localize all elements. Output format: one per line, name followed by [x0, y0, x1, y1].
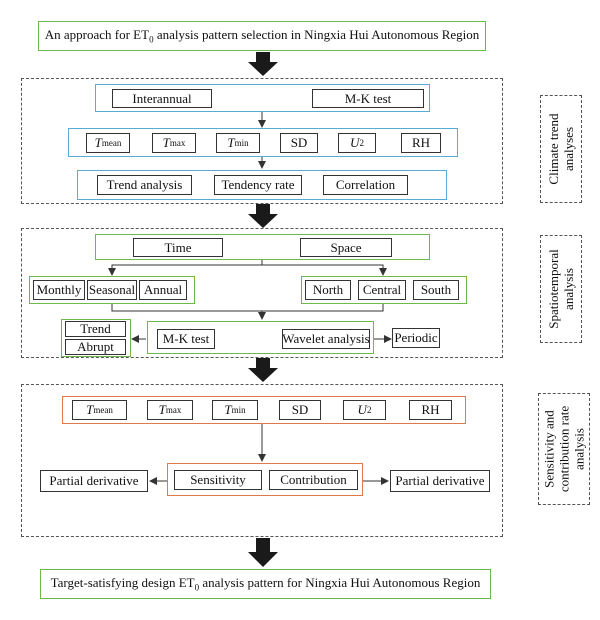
space-box: Space: [300, 238, 392, 257]
sensitivity-vars-group: [62, 396, 466, 424]
monthly-label: Monthly: [36, 282, 82, 297]
block-arrow-1: [248, 52, 278, 76]
space-label: Space: [330, 239, 362, 255]
correlation-box: Correlation: [323, 175, 408, 195]
seasonal-label: Seasonal: [88, 282, 136, 297]
trend-box: Trend: [65, 321, 126, 337]
connector: [111, 303, 266, 320]
wavelet-box: Wavelet analysis: [282, 329, 370, 349]
annual-label: Annual: [143, 282, 183, 297]
tendency-rate-box: Tendency rate: [214, 175, 302, 195]
mk-test-method-label: M-K test: [162, 331, 210, 346]
title-box: An approach for ET0 analysis pattern sel…: [38, 21, 486, 51]
monthly-box: Monthly: [33, 280, 85, 300]
interannual-box: Interannual: [112, 89, 212, 108]
partial-derivative-left-box: Partial derivative: [40, 470, 148, 492]
block-arrow-4: [248, 538, 278, 567]
var-rh: RH: [401, 133, 441, 153]
var-sd: SD: [280, 133, 318, 153]
tendency-rate-label: Tendency rate: [221, 177, 295, 192]
south-box: South: [413, 280, 459, 300]
mk-test-label: M-K test: [344, 90, 392, 106]
correlation-label: Correlation: [335, 177, 396, 192]
block-arrow-3: [248, 358, 278, 382]
trend-label: Trend: [80, 321, 111, 336]
sensitivity-text: Sensitivity: [190, 472, 246, 487]
spatio-section: [21, 228, 503, 358]
interannual-label: Interannual: [132, 90, 192, 106]
title-text: An approach for ET0 analysis pattern sel…: [44, 27, 480, 45]
climate-section: [21, 78, 503, 204]
contribution-box: Contribution: [269, 470, 358, 490]
partial-derivative-right-label: Partial derivative: [395, 473, 485, 488]
footer-text: Target-satisfying design ET0 analysis pa…: [50, 575, 481, 593]
sensitivity-box: Sensitivity: [174, 470, 262, 490]
north-label: North: [312, 282, 344, 297]
sensitivity-label: Sensitivity and contribution rate analys…: [541, 405, 587, 493]
south-label: South: [420, 282, 452, 297]
periodic-label: Periodic: [394, 330, 438, 345]
block-arrow-2: [248, 204, 278, 228]
central-label: Central: [362, 282, 402, 297]
trend-analysis-label: Trend analysis: [106, 177, 183, 192]
sensitivity-section: [21, 384, 503, 537]
spatio-label-box: Spatiotemporal analysis: [540, 235, 582, 343]
climate-label-box: Climate trend analyses: [540, 95, 582, 203]
contribution-text: Contribution: [280, 472, 347, 487]
mk-test-box: M-K test: [312, 89, 424, 108]
sensitivity-label-box: Sensitivity and contribution rate analys…: [538, 393, 590, 505]
mk-test-method-box: M-K test: [157, 329, 215, 349]
footer-box: Target-satisfying design ET0 analysis pa…: [40, 569, 491, 599]
partial-derivative-left-label: Partial derivative: [49, 473, 139, 488]
connector: [262, 303, 384, 312]
time-box: Time: [133, 238, 223, 257]
abrupt-box: Abrupt: [65, 339, 126, 355]
partial-derivative-right-box: Partial derivative: [390, 470, 490, 492]
north-box: North: [305, 280, 351, 300]
connector: [108, 259, 263, 276]
time-label: Time: [164, 239, 192, 255]
wavelet-label: Wavelet analysis: [282, 331, 370, 346]
climate-vars-group: [68, 128, 458, 157]
climate-label: Climate trend analyses: [546, 113, 576, 185]
central-box: Central: [358, 280, 406, 300]
spatio-label: Spatiotemporal analysis: [546, 249, 576, 329]
svar-sd: SD: [279, 400, 321, 420]
abrupt-label: Abrupt: [77, 339, 114, 354]
seasonal-box: Seasonal: [87, 280, 137, 300]
trend-analysis-box: Trend analysis: [97, 175, 192, 195]
annual-box: Annual: [139, 280, 187, 300]
connector: [262, 264, 387, 276]
periodic-box: Periodic: [392, 328, 440, 348]
svar-rh: RH: [409, 400, 452, 420]
